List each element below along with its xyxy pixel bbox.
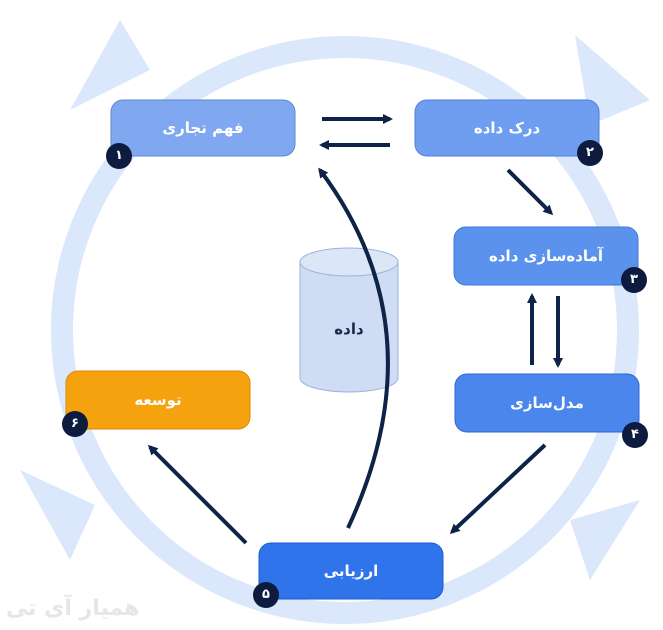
ring-arrow-bottom-right xyxy=(570,500,640,580)
stage-number-badge-5: ۵ xyxy=(253,582,279,608)
ring-arrow-top-left xyxy=(70,20,150,110)
stage-label-modeling: مدل‌سازی xyxy=(510,394,584,412)
arrow-modeling-to-evaluation xyxy=(449,443,547,535)
stage-box-business-understanding[interactable] xyxy=(110,99,296,157)
arrow-evaluation-to-deployment xyxy=(147,444,248,545)
stage-box-evaluation[interactable] xyxy=(258,542,444,600)
stage-number-badge-3: ۳ xyxy=(621,267,647,293)
stage-box-deployment[interactable] xyxy=(65,370,251,430)
stage-box-modeling[interactable] xyxy=(454,373,640,433)
ring-arrow-bottom-left xyxy=(20,470,95,560)
stage-label-data-preparation: آماده‌سازی داده xyxy=(489,247,603,265)
stage-number-badge-1: ۱ xyxy=(106,143,132,169)
stage-label-evaluation: ارزیابی xyxy=(323,562,379,580)
stage-number-badge-4: ۴ xyxy=(622,422,648,448)
cycle-ring xyxy=(51,36,639,624)
stage-number-badge-6: ۶ xyxy=(62,411,88,437)
stage-label-deployment: توسعه xyxy=(134,391,182,409)
stage-label-business-understanding: فهم تجاری xyxy=(162,119,244,137)
stage-label-data-understanding: درک داده xyxy=(473,119,541,137)
stage-number-badge-2: ۲ xyxy=(577,140,603,166)
stage-box-data-understanding[interactable] xyxy=(414,99,600,157)
arrow-evaluation-to-business xyxy=(318,167,390,529)
arrow-understanding-to-preparation xyxy=(506,168,554,216)
database-label: داده xyxy=(334,320,364,338)
stage-box-data-preparation[interactable] xyxy=(453,226,639,286)
watermark: همیار آی تی xyxy=(6,596,140,621)
